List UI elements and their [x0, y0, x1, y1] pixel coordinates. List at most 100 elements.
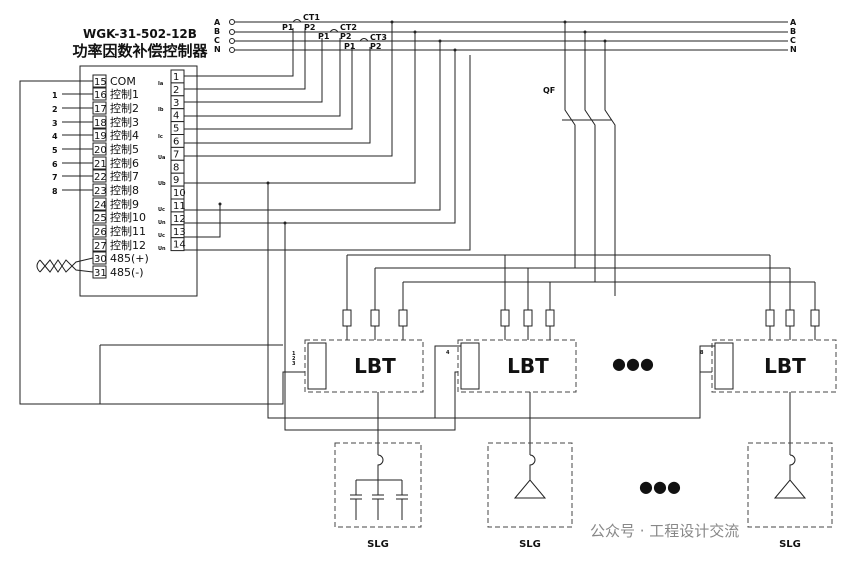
ct1-label: CT1 — [303, 13, 320, 22]
phase-label-b-right: B — [790, 27, 796, 36]
terminal-number: 2 — [173, 85, 179, 96]
terminal-number: 18 — [94, 118, 107, 129]
fuse — [523, 309, 533, 327]
terminal-label: 控制4 — [110, 128, 139, 142]
controller-name: 功率因数补偿控制器 — [72, 42, 208, 60]
terminal-number: 13 — [173, 227, 186, 238]
ct1-p1: P1 — [282, 23, 294, 32]
fuse — [810, 309, 820, 327]
rs485-cable — [36, 257, 94, 273]
slg-units: SLG SLG SLG — [334, 392, 833, 550]
ellipsis-lbt: ●●● — [612, 354, 654, 373]
slg-box-3 — [747, 442, 833, 528]
output-number: 6 — [52, 160, 58, 169]
lbt-label: LBT — [507, 354, 549, 378]
output-number: 1 — [52, 91, 58, 100]
controller-wiring — [19, 20, 712, 431]
output-number: 2 — [52, 105, 58, 114]
terminal-number: 11 — [173, 201, 186, 212]
fuse — [398, 309, 408, 327]
lbt-unit-3: LBT 8 — [699, 339, 837, 418]
label-un-2: Un — [158, 246, 166, 252]
controller-model: WGK-31-502-12B — [83, 27, 197, 41]
slg-label-2: SLG — [519, 539, 541, 550]
ct2-p1: P1 — [318, 32, 330, 41]
terminal-number: 30 — [94, 254, 107, 265]
label-ia: Ia — [158, 81, 163, 87]
breaker-qf: QF — [543, 20, 616, 296]
lbt-input-4: 4 — [446, 350, 450, 356]
phase-label-c-right: C — [790, 36, 796, 45]
terminal-number: 27 — [94, 241, 107, 252]
terminal-number: 9 — [173, 175, 179, 186]
terminal-number: 15 — [94, 77, 107, 88]
terminal-number: 31 — [94, 268, 107, 279]
terminal-number: 20 — [94, 145, 107, 156]
current-transformers: CT1 P1 P2 CT2 P1 P2 CT3 P1 P2 — [282, 13, 387, 51]
terminal-label: 485(-) — [110, 266, 144, 279]
label-un-1: Un — [158, 220, 166, 226]
lbt-input-3: 3 — [292, 361, 296, 367]
fuse — [765, 309, 775, 327]
terminal-label: 控制10 — [110, 210, 146, 224]
slg-label-3: SLG — [779, 539, 801, 550]
left-terminal — [92, 238, 107, 252]
terminal-number: 19 — [94, 131, 107, 142]
fuse — [785, 309, 795, 327]
terminal-label: 控制8 — [110, 183, 139, 197]
terminal-label: 控制11 — [110, 224, 146, 238]
terminal-number: 6 — [173, 137, 179, 148]
left-terminal — [92, 210, 107, 224]
lbt-signal-wire — [99, 344, 283, 404]
output-numbers: 1 2 3 4 5 6 7 8 — [52, 91, 93, 196]
terminal-number: 14 — [173, 240, 186, 251]
phase-label-c: C — [214, 36, 220, 45]
terminal-label: 控制3 — [110, 115, 139, 129]
fuse — [545, 309, 555, 327]
fuse — [500, 309, 510, 327]
terminal-label: 控制6 — [110, 156, 139, 170]
output-number: 7 — [52, 173, 58, 182]
label-ib: Ib — [158, 107, 164, 113]
terminal-label: COM — [110, 75, 136, 88]
output-number: 8 — [52, 187, 58, 196]
phase-label-b: B — [214, 27, 220, 36]
label-uc-2: Uc — [158, 233, 165, 239]
output-number: 4 — [52, 132, 58, 141]
ellipsis-slg: ●●● — [639, 477, 681, 496]
slg-box-1 — [334, 442, 422, 528]
phase-label-n-right: N — [790, 45, 797, 54]
lbt-label: LBT — [354, 354, 396, 378]
terminal-number: 3 — [173, 98, 179, 109]
lbt-unit-1: LBT 1 2 3 — [292, 339, 424, 393]
phase-bus: A B C N A B C N — [214, 18, 797, 54]
left-terminal — [92, 197, 107, 211]
ct3-p1: P1 — [344, 42, 356, 51]
left-terminal — [92, 224, 107, 238]
terminal-label: 控制9 — [110, 197, 139, 211]
terminal-number: 21 — [94, 159, 107, 170]
terminal-number: 24 — [94, 200, 107, 211]
lbt-label: LBT — [764, 354, 806, 378]
breaker-label: QF — [543, 86, 555, 95]
terminal-label: 控制12 — [110, 238, 146, 252]
output-number: 3 — [52, 119, 58, 128]
terminal-label: 485(+) — [110, 252, 149, 265]
terminal-number: 10 — [173, 188, 186, 199]
lbt-unit-2: LBT 4 — [434, 339, 577, 418]
terminal-number: 22 — [94, 172, 107, 183]
slg-label-1: SLG — [367, 539, 389, 550]
lbt-input-1: 1 — [292, 351, 296, 357]
phase-label-n: N — [214, 45, 221, 54]
fuses — [342, 309, 820, 327]
ct2-label: CT2 — [340, 23, 357, 32]
terminal-number: 26 — [94, 227, 107, 238]
terminal-label: 控制7 — [110, 169, 139, 183]
terminal-number: 1 — [173, 72, 179, 83]
output-number: 5 — [52, 146, 58, 155]
slg-box-2 — [487, 442, 573, 528]
label-ua: Ua — [158, 155, 165, 161]
terminal-number: 12 — [173, 214, 186, 225]
terminal-number: 23 — [94, 186, 107, 197]
